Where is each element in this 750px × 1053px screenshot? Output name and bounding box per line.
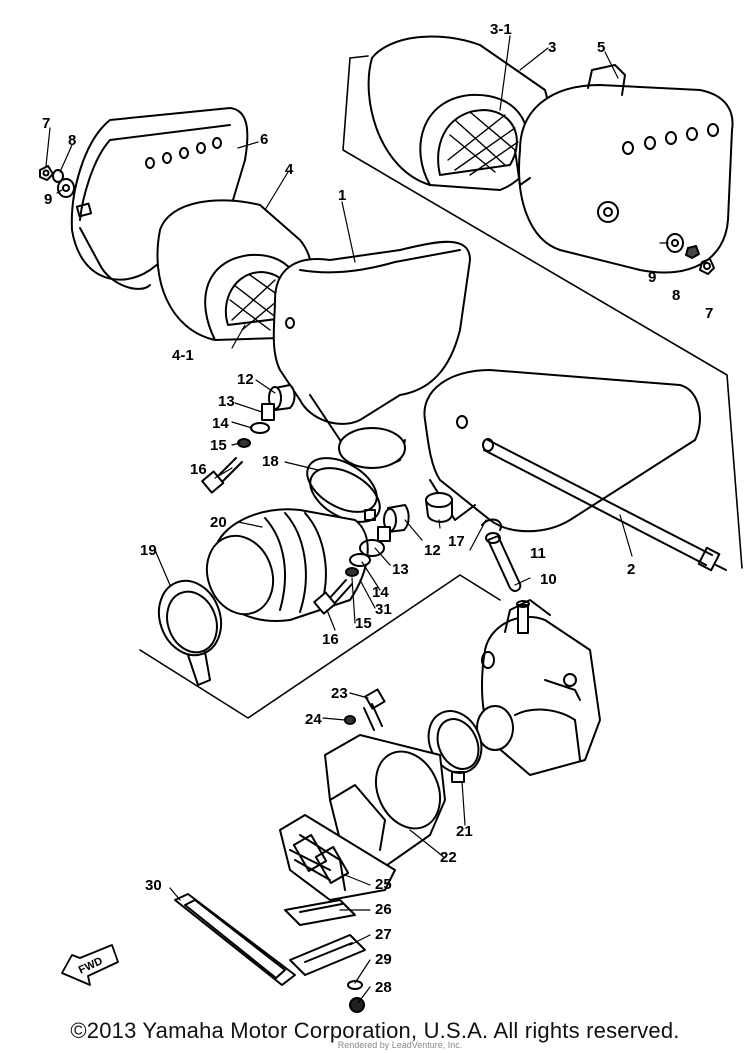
label-part-10: 10 — [540, 571, 557, 588]
label-part-6: 6 — [260, 131, 268, 148]
part-26-reed — [284, 899, 356, 926]
label-part-9-right: 9 — [648, 269, 656, 286]
label-part-1: 1 — [338, 187, 346, 204]
part-22-manifold — [324, 734, 446, 871]
part-5-cover — [514, 64, 734, 274]
part-21-clamp — [427, 710, 483, 783]
part-19-band — [157, 579, 223, 686]
part-6-cover — [70, 107, 249, 290]
group-bracket-upper — [342, 55, 743, 569]
part-2-rod — [482, 438, 727, 572]
part-29-28-screws — [347, 980, 365, 1013]
label-part-9-left: 9 — [44, 191, 52, 208]
copyright-notice: ©2013 Yamaha Motor Corporation, U.S.A. A… — [70, 1018, 680, 1043]
label-part-13-upper: 13 — [218, 393, 235, 410]
part-30-gasket — [174, 893, 296, 986]
label-part-25: 25 — [375, 876, 392, 893]
part-labels: 1 2 3 3-1 4 4-1 5 6 7 7 8 8 9 9 10 11 12… — [42, 21, 713, 996]
side-cover-holes — [145, 137, 222, 169]
part-23-bolt — [344, 688, 386, 731]
label-part-29: 29 — [375, 951, 392, 968]
rendered-by-notice: Rendered by LeadVenture, Inc. — [337, 1040, 463, 1050]
label-part-8-left: 8 — [68, 132, 76, 149]
label-part-24: 24 — [305, 711, 322, 728]
label-part-14-lower: 14 — [372, 584, 389, 601]
label-part-15-lower: 15 — [355, 615, 372, 632]
fwd-arrow-icon — [61, 944, 119, 986]
part-1-airbox — [272, 240, 471, 469]
label-part-20: 20 — [210, 514, 227, 531]
carburetor — [476, 599, 601, 776]
leader-lines — [45, 35, 669, 1004]
hardware-left — [39, 165, 75, 198]
label-part-12-upper: 12 — [237, 371, 254, 388]
part-25-reed-valve — [279, 814, 396, 901]
label-part-22: 22 — [440, 849, 457, 866]
label-part-3: 3 — [548, 39, 556, 56]
label-part-2: 2 — [627, 561, 635, 578]
label-part-15-upper: 15 — [210, 437, 227, 454]
label-part-30: 30 — [145, 877, 162, 894]
label-part-13-lower: 13 — [392, 561, 409, 578]
label-part-7-right: 7 — [705, 305, 713, 322]
label-part-28: 28 — [375, 979, 392, 996]
label-part-16-lower: 16 — [322, 631, 339, 648]
label-part-16-upper: 16 — [190, 461, 207, 478]
part-3-1-screen — [447, 111, 519, 176]
label-part-31: 31 — [375, 601, 392, 618]
label-part-4: 4 — [285, 161, 294, 178]
label-part-7-left: 7 — [42, 115, 50, 132]
cover-holes — [622, 123, 719, 155]
group-bracket-lower — [139, 574, 501, 719]
part-27-stopper — [289, 934, 366, 976]
label-part-3-1: 3-1 — [490, 21, 512, 38]
label-part-21: 21 — [456, 823, 473, 840]
part-18-band — [306, 457, 381, 523]
label-part-23: 23 — [331, 685, 348, 702]
label-part-12-lower: 12 — [424, 542, 441, 559]
fasteners-lower — [313, 504, 410, 615]
part-2-box-bracket — [423, 369, 701, 533]
label-part-19: 19 — [140, 542, 157, 559]
label-part-8-right: 8 — [672, 287, 680, 304]
label-part-4-1: 4-1 — [172, 347, 194, 364]
label-part-27: 27 — [375, 926, 392, 943]
label-part-18: 18 — [262, 453, 279, 470]
part-17-grommet — [425, 492, 453, 523]
part-4-element — [156, 199, 314, 341]
label-part-5: 5 — [597, 39, 605, 56]
label-part-14-upper: 14 — [212, 415, 229, 432]
label-part-17: 17 — [448, 533, 465, 550]
label-part-26: 26 — [375, 901, 392, 918]
label-part-11: 11 — [530, 545, 546, 562]
